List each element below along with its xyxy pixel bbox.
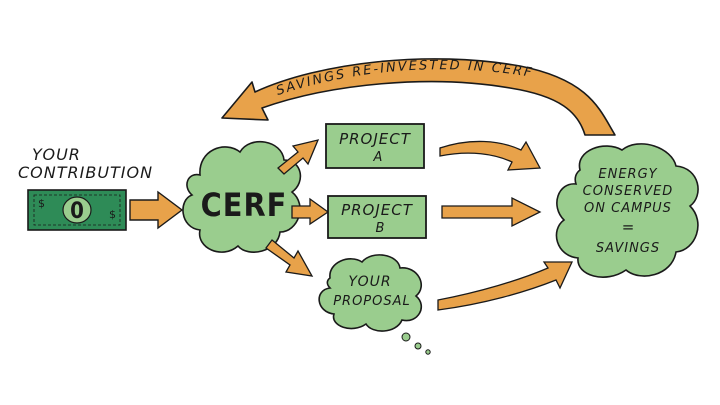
money-symbol-right: $ bbox=[109, 208, 116, 221]
proposal-cloud bbox=[318, 254, 431, 355]
arrow-to-cerf bbox=[129, 190, 184, 230]
project-b-line1: PROJECT bbox=[341, 201, 414, 219]
cerf-label: CERF bbox=[201, 186, 288, 224]
arrow-project-b-to-savings bbox=[441, 196, 542, 228]
reinvest-arrow bbox=[221, 58, 616, 136]
savings-line1: ENERGY bbox=[598, 167, 657, 182]
arrow-to-project-a bbox=[277, 139, 320, 175]
arrow-to-proposal bbox=[265, 239, 314, 277]
savings-equals: = bbox=[622, 218, 635, 236]
arrow-proposal-to-savings bbox=[437, 261, 574, 311]
cerf-cloud bbox=[182, 140, 302, 253]
arrow-to-project-b bbox=[291, 197, 330, 226]
proposal-line1: YOUR bbox=[348, 274, 391, 290]
project-a-line1: PROJECT bbox=[339, 130, 412, 148]
contribution-label-line1: YOUR bbox=[32, 145, 81, 164]
project-b-line2: B bbox=[376, 221, 385, 236]
project-a-box bbox=[325, 123, 425, 169]
savings-cloud bbox=[555, 143, 699, 278]
money-value: 0 bbox=[70, 199, 84, 224]
proposal-line2: PROPOSAL bbox=[333, 294, 411, 309]
money-bill-icon bbox=[27, 189, 127, 231]
savings-line4: SAVINGS bbox=[596, 241, 660, 256]
arrow-project-a-to-savings bbox=[439, 140, 542, 171]
savings-line3: ON CAMPUS bbox=[584, 201, 672, 216]
project-b-box bbox=[327, 195, 427, 239]
project-a-line2: A bbox=[373, 150, 383, 165]
money-symbol-left: $ bbox=[38, 197, 45, 210]
savings-line2: CONSERVED bbox=[583, 184, 674, 199]
contribution-label-line2: CONTRIBUTION bbox=[18, 163, 153, 182]
